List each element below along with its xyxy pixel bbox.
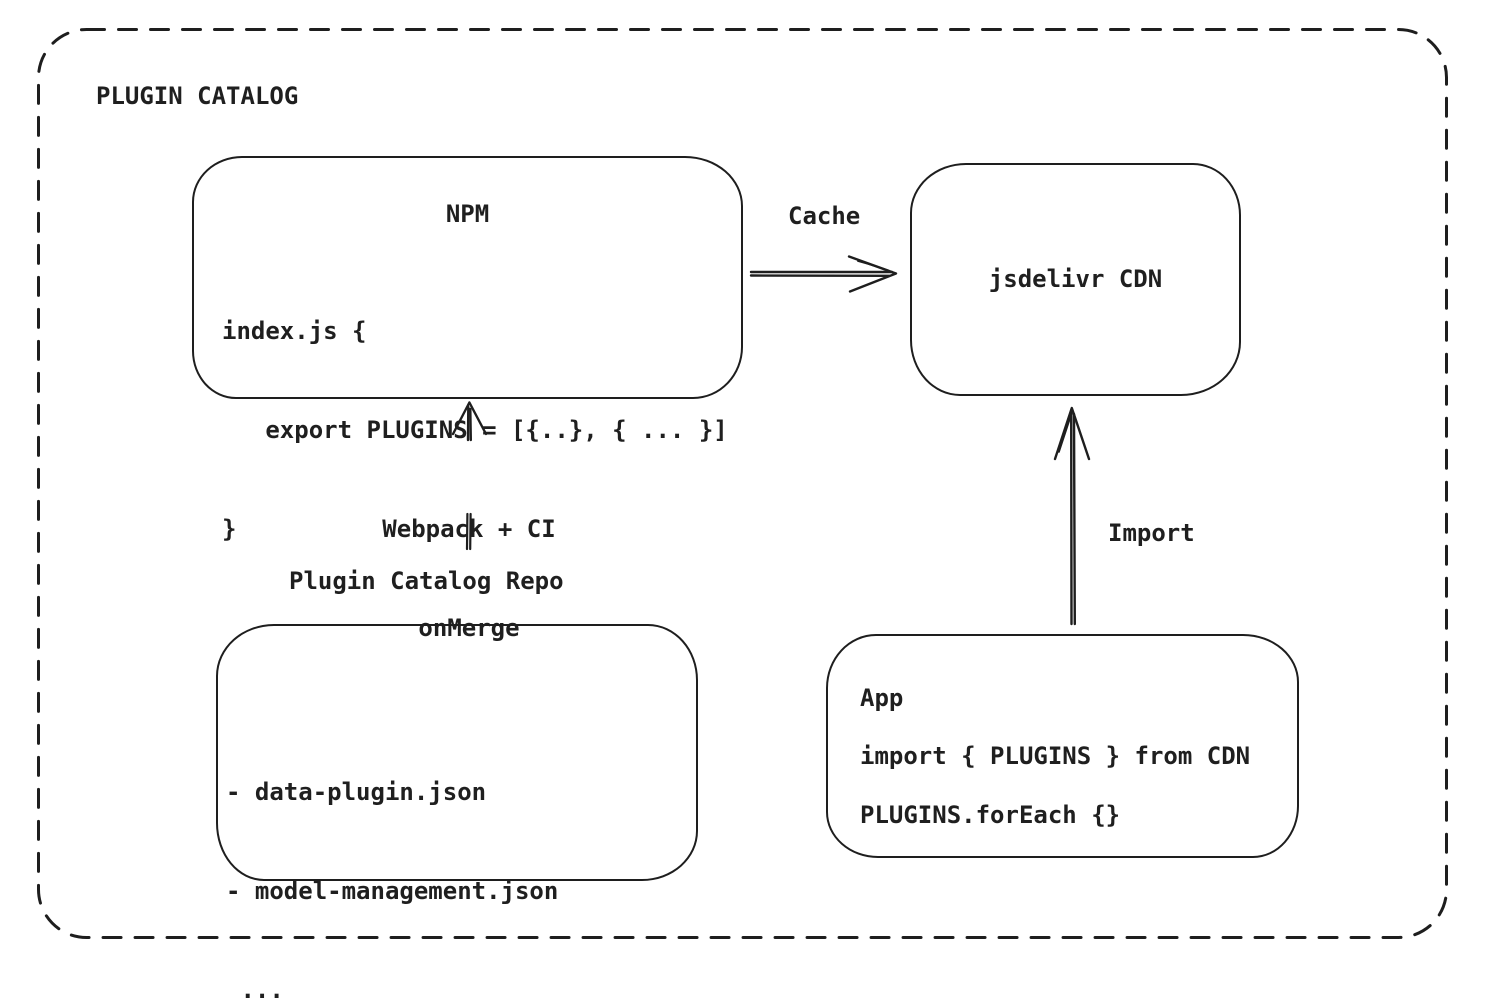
build-edge-label-line: Webpack + CI <box>382 515 556 543</box>
app-code-line: PLUGINS.forEach {} <box>860 801 1121 829</box>
import-edge-label: Import <box>1108 519 1195 547</box>
repo-file-list: - data-plugin.json - model-management.js… <box>226 710 558 1002</box>
app-node: App import { PLUGINS } from CDN PLUGINS.… <box>826 634 1299 858</box>
repo-file-item: - model-management.json <box>226 877 559 905</box>
build-arrow <box>451 401 488 442</box>
npm-node: NPM index.js { export PLUGINS = [{..}, {… <box>192 156 743 543</box>
app-code-line: import { PLUGINS } from CDN <box>860 742 1251 770</box>
build-edge-label: Webpack + CI onMerge <box>376 447 562 711</box>
npm-code-line: } <box>222 515 237 543</box>
import-arrow <box>1053 406 1091 626</box>
npm-code-line: export PLUGINS = [{..}, { ... }] <box>222 416 728 444</box>
npm-code-line: index.js { <box>222 317 367 345</box>
build-connector-line <box>465 512 472 551</box>
cache-arrow <box>749 255 898 293</box>
repo-file-item: - data-plugin.json <box>226 778 487 806</box>
repo-node: - data-plugin.json - model-management.js… <box>216 624 698 1002</box>
cdn-node-label: jsdelivr CDN <box>988 265 1163 293</box>
npm-node-title: NPM <box>445 200 490 228</box>
repo-file-item: ... <box>226 976 284 1002</box>
cdn-node: jsdelivr CDN <box>910 163 1241 396</box>
build-edge-label-line: onMerge <box>418 614 520 642</box>
diagram-title: PLUGIN CATALOG <box>96 82 299 110</box>
app-node-title: App <box>860 684 904 712</box>
repo-node-label: Plugin Catalog Repo <box>289 567 564 595</box>
outer-dashed-border <box>37 28 1448 939</box>
cache-edge-label: Cache <box>788 202 861 230</box>
npm-code-block: index.js { export PLUGINS = [{..}, { ...… <box>222 249 728 612</box>
